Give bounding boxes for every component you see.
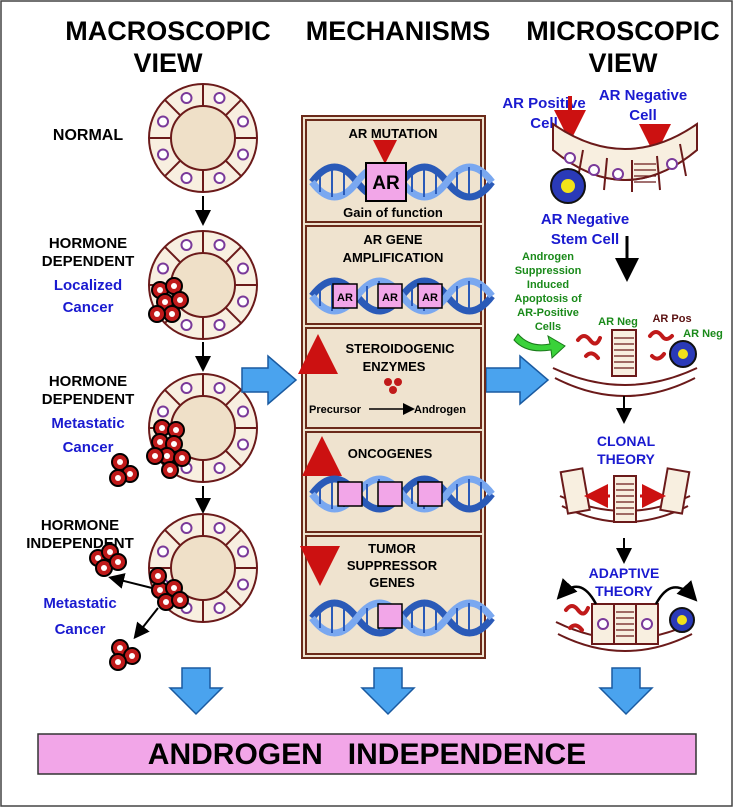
svg-text:Androgen: Androgen	[522, 251, 574, 263]
clonal-duct	[559, 467, 691, 523]
stage3-line2: DEPENDENT	[42, 391, 135, 408]
mech5-title3: GENES	[369, 575, 415, 590]
macroscopic-header-line1: MACROSCOPIC	[65, 16, 271, 46]
stage2-sub1: Localized	[54, 277, 122, 294]
arrow-macro-to-mechanisms	[241, 354, 298, 406]
stage4-sub2: Cancer	[55, 621, 106, 638]
mech1-sub: Gain of function	[343, 205, 443, 220]
mech1-ar-box	[365, 162, 407, 202]
androgen-independence-text: ANDROGEN INDEPENDENCE	[148, 738, 586, 771]
macroscopic-header-line2: VIEW	[133, 48, 203, 78]
mech3-androgen: Androgen	[414, 404, 466, 416]
apoptosis-duct	[552, 329, 698, 397]
svg-text:Cells: Cells	[535, 321, 561, 333]
adaptive-line1: ADAPTIVE	[589, 565, 660, 581]
ar-neg-label: AR Neg	[598, 316, 638, 328]
spread-cluster-lower	[109, 639, 141, 671]
arrow-spread-lower	[133, 607, 159, 640]
clonal-line1: CLONAL	[597, 433, 656, 449]
mech5-gene-box	[377, 603, 403, 629]
svg-text:Induced: Induced	[527, 279, 569, 291]
stage4-line1: HORMONE	[41, 517, 119, 534]
mech1-title: AR MUTATION	[348, 126, 437, 141]
ar-negative-line2: Cell	[629, 107, 657, 124]
svg-text:Apoptosis of: Apoptosis of	[514, 293, 582, 305]
mech3-enzyme-dots	[384, 378, 402, 394]
microscopic-header-line2: VIEW	[588, 48, 658, 78]
mech1-ar-label: AR	[372, 173, 400, 194]
stem-cell-line1: AR Negative	[541, 211, 629, 228]
stage3-sub1: Metastatic	[51, 415, 124, 432]
stage3-line1: HORMONE	[49, 373, 127, 390]
stage2-line2: DEPENDENT	[42, 253, 135, 270]
arrow-bottom-right	[599, 667, 653, 715]
mech5-title1: TUMOR	[368, 541, 416, 556]
clonal-line2: THEORY	[597, 451, 655, 467]
duct-segment-top	[552, 122, 698, 192]
arrow-bottom-left	[169, 667, 223, 715]
microscopic-header-line1: MICROSCOPIC	[526, 16, 720, 46]
metastatic-spread-cluster	[109, 453, 139, 487]
mech3-precursor: Precursor	[309, 404, 362, 416]
adaptive-line2: THEORY	[595, 583, 653, 599]
stage3-sub2: Cancer	[63, 439, 114, 456]
mech2-title1: AR GENE	[363, 232, 423, 247]
mech3-title1: STEROIDOGENIC	[345, 341, 455, 356]
stage2-line1: HORMONE	[49, 235, 127, 252]
androgen-independence-banner	[37, 733, 697, 775]
mech2-ar-boxes	[332, 283, 443, 309]
arrow-mechanisms-to-micro	[485, 354, 550, 406]
arrow-spread-upper	[108, 573, 153, 589]
suppression-text: Androgen Suppression Induced Apoptosis o…	[514, 251, 582, 333]
stem-cell-line2: Stem Cell	[551, 231, 619, 248]
normal-gland	[148, 83, 258, 193]
svg-text:AR-Positive: AR-Positive	[517, 307, 579, 319]
ar-pos-label: AR Pos	[652, 313, 691, 325]
stage-normal-label: NORMAL	[53, 127, 123, 144]
mech4-title: ONCOGENES	[348, 446, 433, 461]
stage4-sub1: Metastatic	[43, 595, 116, 612]
ar-negative-line1: AR Negative	[599, 87, 687, 104]
ar-positive-line2: Cell	[530, 115, 558, 132]
green-curved-arrow	[513, 333, 566, 360]
ar-positive-line1: AR Positive	[502, 95, 585, 112]
mechanisms-header: MECHANISMS	[306, 16, 491, 46]
svg-text:Suppression: Suppression	[515, 265, 582, 277]
ar-neg-label-2: AR Neg	[683, 328, 723, 340]
mech2-ar-label-3: AR	[422, 292, 438, 304]
mech2-title2: AMPLIFICATION	[343, 250, 444, 265]
arrow-bottom-middle	[361, 667, 415, 715]
mech2-ar-label-2: AR	[382, 292, 398, 304]
ar-negative-stem-cell	[550, 168, 586, 204]
adaptive-duct	[555, 578, 698, 652]
mech2-ar-label-1: AR	[337, 292, 353, 304]
mech3-title2: ENZYMES	[363, 359, 426, 374]
mech5-title2: SUPPRESSOR	[347, 558, 438, 573]
mech4-gene-boxes	[337, 481, 443, 507]
stage2-sub2: Cancer	[63, 299, 114, 316]
